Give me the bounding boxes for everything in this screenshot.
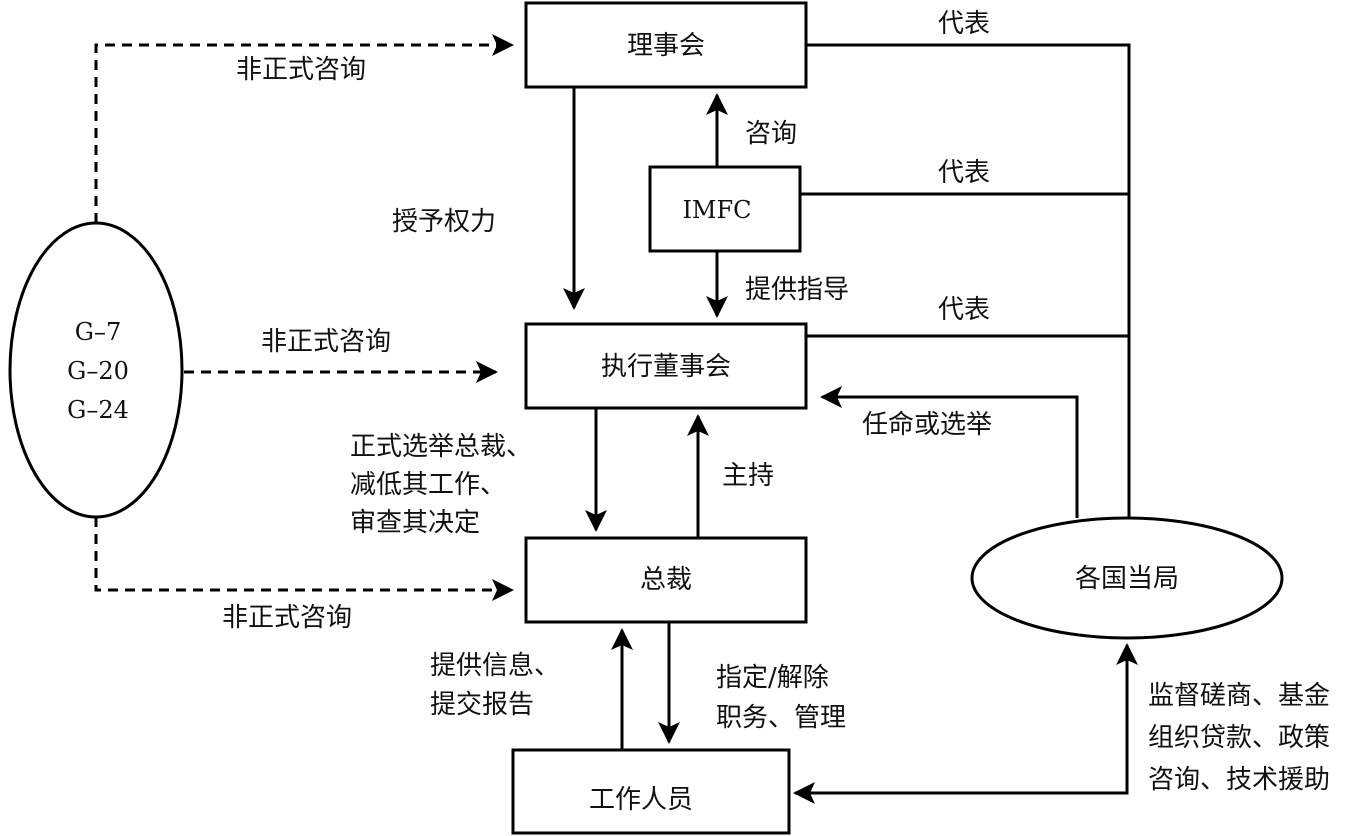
imfc-box: [648, 165, 802, 253]
appoint-dismiss-label-line-2: 职务、管理: [716, 703, 846, 733]
national-authorities-ellipse: [970, 516, 1284, 640]
provide-guidance-label: 提供指导: [745, 275, 849, 305]
appoint-dismiss-label-line-1: 指定/解除: [716, 663, 829, 693]
surveillance-label-line-3: 咨询、技术援助: [1148, 765, 1330, 795]
group-g20-label: G–20: [67, 357, 129, 385]
provide-info-label-line-1: 提供信息、: [430, 651, 560, 681]
executive-board-label: 执行董事会: [601, 352, 731, 382]
elect-md-label-line-3: 审查其决定: [350, 508, 480, 538]
elect-md-label-line-2: 减低其工作、: [350, 470, 506, 500]
represent-label-2: 代表: [938, 158, 990, 188]
informal-consult-arrow-bottom: [94, 517, 514, 601]
appoint-or-elect-label: 任命或选举: [862, 410, 992, 440]
provide-info-label-line-2: 提交报告: [430, 690, 534, 720]
represent-label-1: 代表: [938, 9, 990, 39]
informal-consult-label-mid: 非正式咨询: [261, 327, 391, 357]
staff-box: [511, 748, 791, 835]
informal-consult-label-top: 非正式咨询: [236, 55, 366, 85]
appoint-or-elect-arrow: [820, 386, 1079, 518]
delegate-authority-label: 授予权力: [392, 207, 496, 237]
board-of-governors-box: [524, 1, 808, 89]
informal-consult-label-bottom: 非正式咨询: [222, 603, 352, 633]
surveillance-label-line-2: 组织贷款、政策: [1148, 723, 1330, 753]
chair-label: 主持: [722, 461, 774, 491]
group-g7-label: G–7: [75, 318, 121, 346]
staff-label: 工作人员: [589, 785, 693, 815]
board-of-governors-label: 理事会: [627, 31, 705, 61]
represent-label-3: 代表: [938, 295, 990, 325]
surveillance-label-line-1: 监督磋商、基金: [1148, 681, 1330, 711]
imfc-label: IMFC: [682, 196, 751, 224]
executive-board-box: [524, 322, 808, 410]
managing-director-box: [524, 536, 808, 624]
consult-label: 咨询: [745, 119, 797, 149]
elect-md-label-line-1: 正式选举总裁、: [350, 432, 532, 462]
informal-consult-arrow-top: [94, 34, 514, 223]
represent-line-board: [806, 43, 1131, 518]
managing-director-label: 总裁: [640, 565, 692, 595]
national-authorities-label: 各国当局: [1075, 564, 1179, 594]
group-g24-label: G–24: [67, 396, 129, 424]
